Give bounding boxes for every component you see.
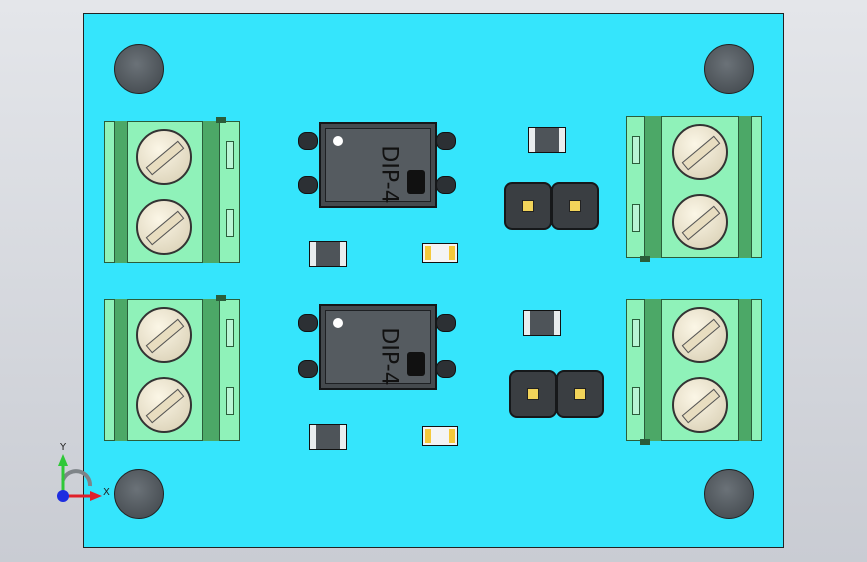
- terminal-block-top-left: [104, 117, 240, 263]
- ic-pin: [298, 132, 318, 150]
- axis-y-label: Y: [60, 442, 67, 453]
- mounting-hole-top-left: [114, 44, 164, 94]
- smd-led: [422, 426, 458, 446]
- smd-resistor: [309, 241, 347, 267]
- pin-header: [551, 182, 599, 230]
- screw-terminal: [672, 377, 728, 433]
- terminal-block-bottom-left: [104, 295, 240, 441]
- terminal-block-bottom-right: [626, 299, 762, 445]
- screw-terminal: [136, 377, 192, 433]
- manufacturer-logo-icon: [407, 170, 425, 194]
- ic-pin: [298, 176, 318, 194]
- smd-resistor: [523, 310, 561, 336]
- axis-triad: [57, 454, 102, 502]
- pin-header: [509, 370, 557, 418]
- screw-terminal: [672, 124, 728, 180]
- dip-ic-lower: DIP-4: [319, 304, 437, 390]
- pcb-board: DIP-4 DIP-4: [83, 13, 784, 548]
- ic-label: DIP-4: [376, 327, 402, 386]
- ic-pin: [436, 314, 456, 332]
- mounting-hole-bottom-right: [704, 469, 754, 519]
- screw-terminal: [672, 194, 728, 250]
- ic-pin: [298, 360, 318, 378]
- manufacturer-logo-icon: [407, 352, 425, 376]
- screw-terminal: [136, 199, 192, 255]
- pin-header: [556, 370, 604, 418]
- smd-led: [422, 243, 458, 263]
- ic-pin: [298, 314, 318, 332]
- screw-terminal: [672, 307, 728, 363]
- axis-x-label: X: [103, 487, 110, 498]
- screw-terminal: [136, 307, 192, 363]
- dip-ic-upper: DIP-4: [319, 122, 437, 208]
- ic-pin: [436, 132, 456, 150]
- pin1-marker: [333, 318, 343, 328]
- smd-resistor: [309, 424, 347, 450]
- pin-header: [504, 182, 552, 230]
- ic-pin: [436, 360, 456, 378]
- smd-resistor: [528, 127, 566, 153]
- terminal-block-top-right: [626, 116, 762, 262]
- screw-terminal: [136, 129, 192, 185]
- mounting-hole-bottom-left: [114, 469, 164, 519]
- ic-pin: [436, 176, 456, 194]
- ic-label: DIP-4: [376, 145, 402, 204]
- pin1-marker: [333, 136, 343, 146]
- mounting-hole-top-right: [704, 44, 754, 94]
